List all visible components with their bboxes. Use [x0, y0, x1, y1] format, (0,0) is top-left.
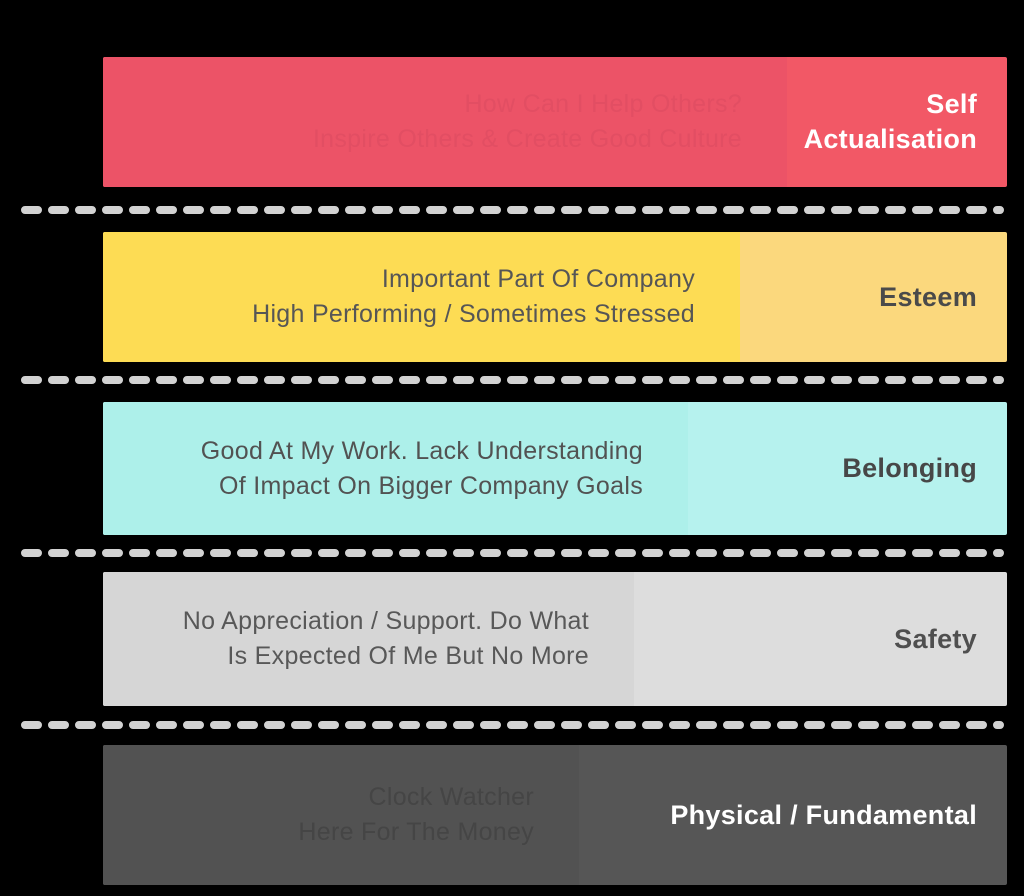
- value-segment-safety: No Appreciation / Support. Do What Is Ex…: [103, 572, 634, 706]
- description-line-1: Important Part Of Company: [381, 265, 695, 293]
- bar-description: No Appreciation / Support. Do What Is Ex…: [103, 604, 589, 674]
- bar-description: Important Part Of Company High Performin…: [103, 262, 695, 332]
- label-text: Physical / Fundamental: [670, 799, 977, 830]
- bar-label-self-actualisation: Self Actualisation: [767, 57, 1007, 187]
- bar-safety: No Appreciation / Support. Do What Is Ex…: [103, 572, 1007, 706]
- bar-esteem: Important Part Of Company High Performin…: [103, 232, 1007, 362]
- label-text: Safety: [894, 623, 977, 654]
- description-line-1: Good At My Work. Lack Understanding: [200, 436, 643, 465]
- description-line-1: No Appreciation / Support. Do What: [182, 607, 589, 635]
- dashed-separator: [21, 376, 1004, 384]
- bar-description: Clock Watcher Here For The Money: [103, 780, 534, 850]
- label-text: Self Actualisation: [803, 89, 977, 154]
- dashed-separator: [21, 206, 1004, 214]
- dashed-separator: [21, 721, 1004, 729]
- bar-description: Good At My Work. Lack Understanding Of I…: [103, 434, 643, 504]
- bar-label-belonging: Belonging: [842, 402, 1007, 535]
- description-line-2: Here For The Money: [298, 818, 534, 846]
- value-segment-esteem: Important Part Of Company High Performin…: [103, 232, 740, 362]
- bar-physical-fundamental: Clock Watcher Here For The Money Physica…: [103, 745, 1007, 885]
- bar-description: How Can I Help Others? Inspire Others & …: [103, 87, 742, 157]
- bar-label-esteem: Esteem: [879, 232, 1007, 362]
- label-text: Esteem: [879, 281, 977, 312]
- value-segment-physical-fundamental: Clock Watcher Here For The Money: [103, 745, 579, 885]
- value-segment-belonging: Good At My Work. Lack Understanding Of I…: [103, 402, 688, 535]
- value-segment-self-actualisation: How Can I Help Others? Inspire Others & …: [103, 57, 787, 187]
- description-line-2: Inspire Others & Create Good Culture: [312, 125, 742, 153]
- bar-self-actualisation: How Can I Help Others? Inspire Others & …: [103, 57, 1007, 187]
- description-line-2: Of Impact On Bigger Company Goals: [219, 471, 643, 500]
- bar-label-physical-fundamental: Physical / Fundamental: [670, 745, 1007, 885]
- description-line-1: How Can I Help Others?: [464, 90, 742, 118]
- label-text: Belonging: [842, 453, 977, 483]
- description-line-2: High Performing / Sometimes Stressed: [252, 300, 695, 328]
- description-line-2: Is Expected Of Me But No More: [227, 642, 589, 670]
- dashed-separator: [21, 549, 1004, 557]
- description-line-1: Clock Watcher: [368, 783, 534, 811]
- bar-belonging: Good At My Work. Lack Understanding Of I…: [103, 402, 1007, 535]
- bar-label-safety: Safety: [894, 572, 1007, 706]
